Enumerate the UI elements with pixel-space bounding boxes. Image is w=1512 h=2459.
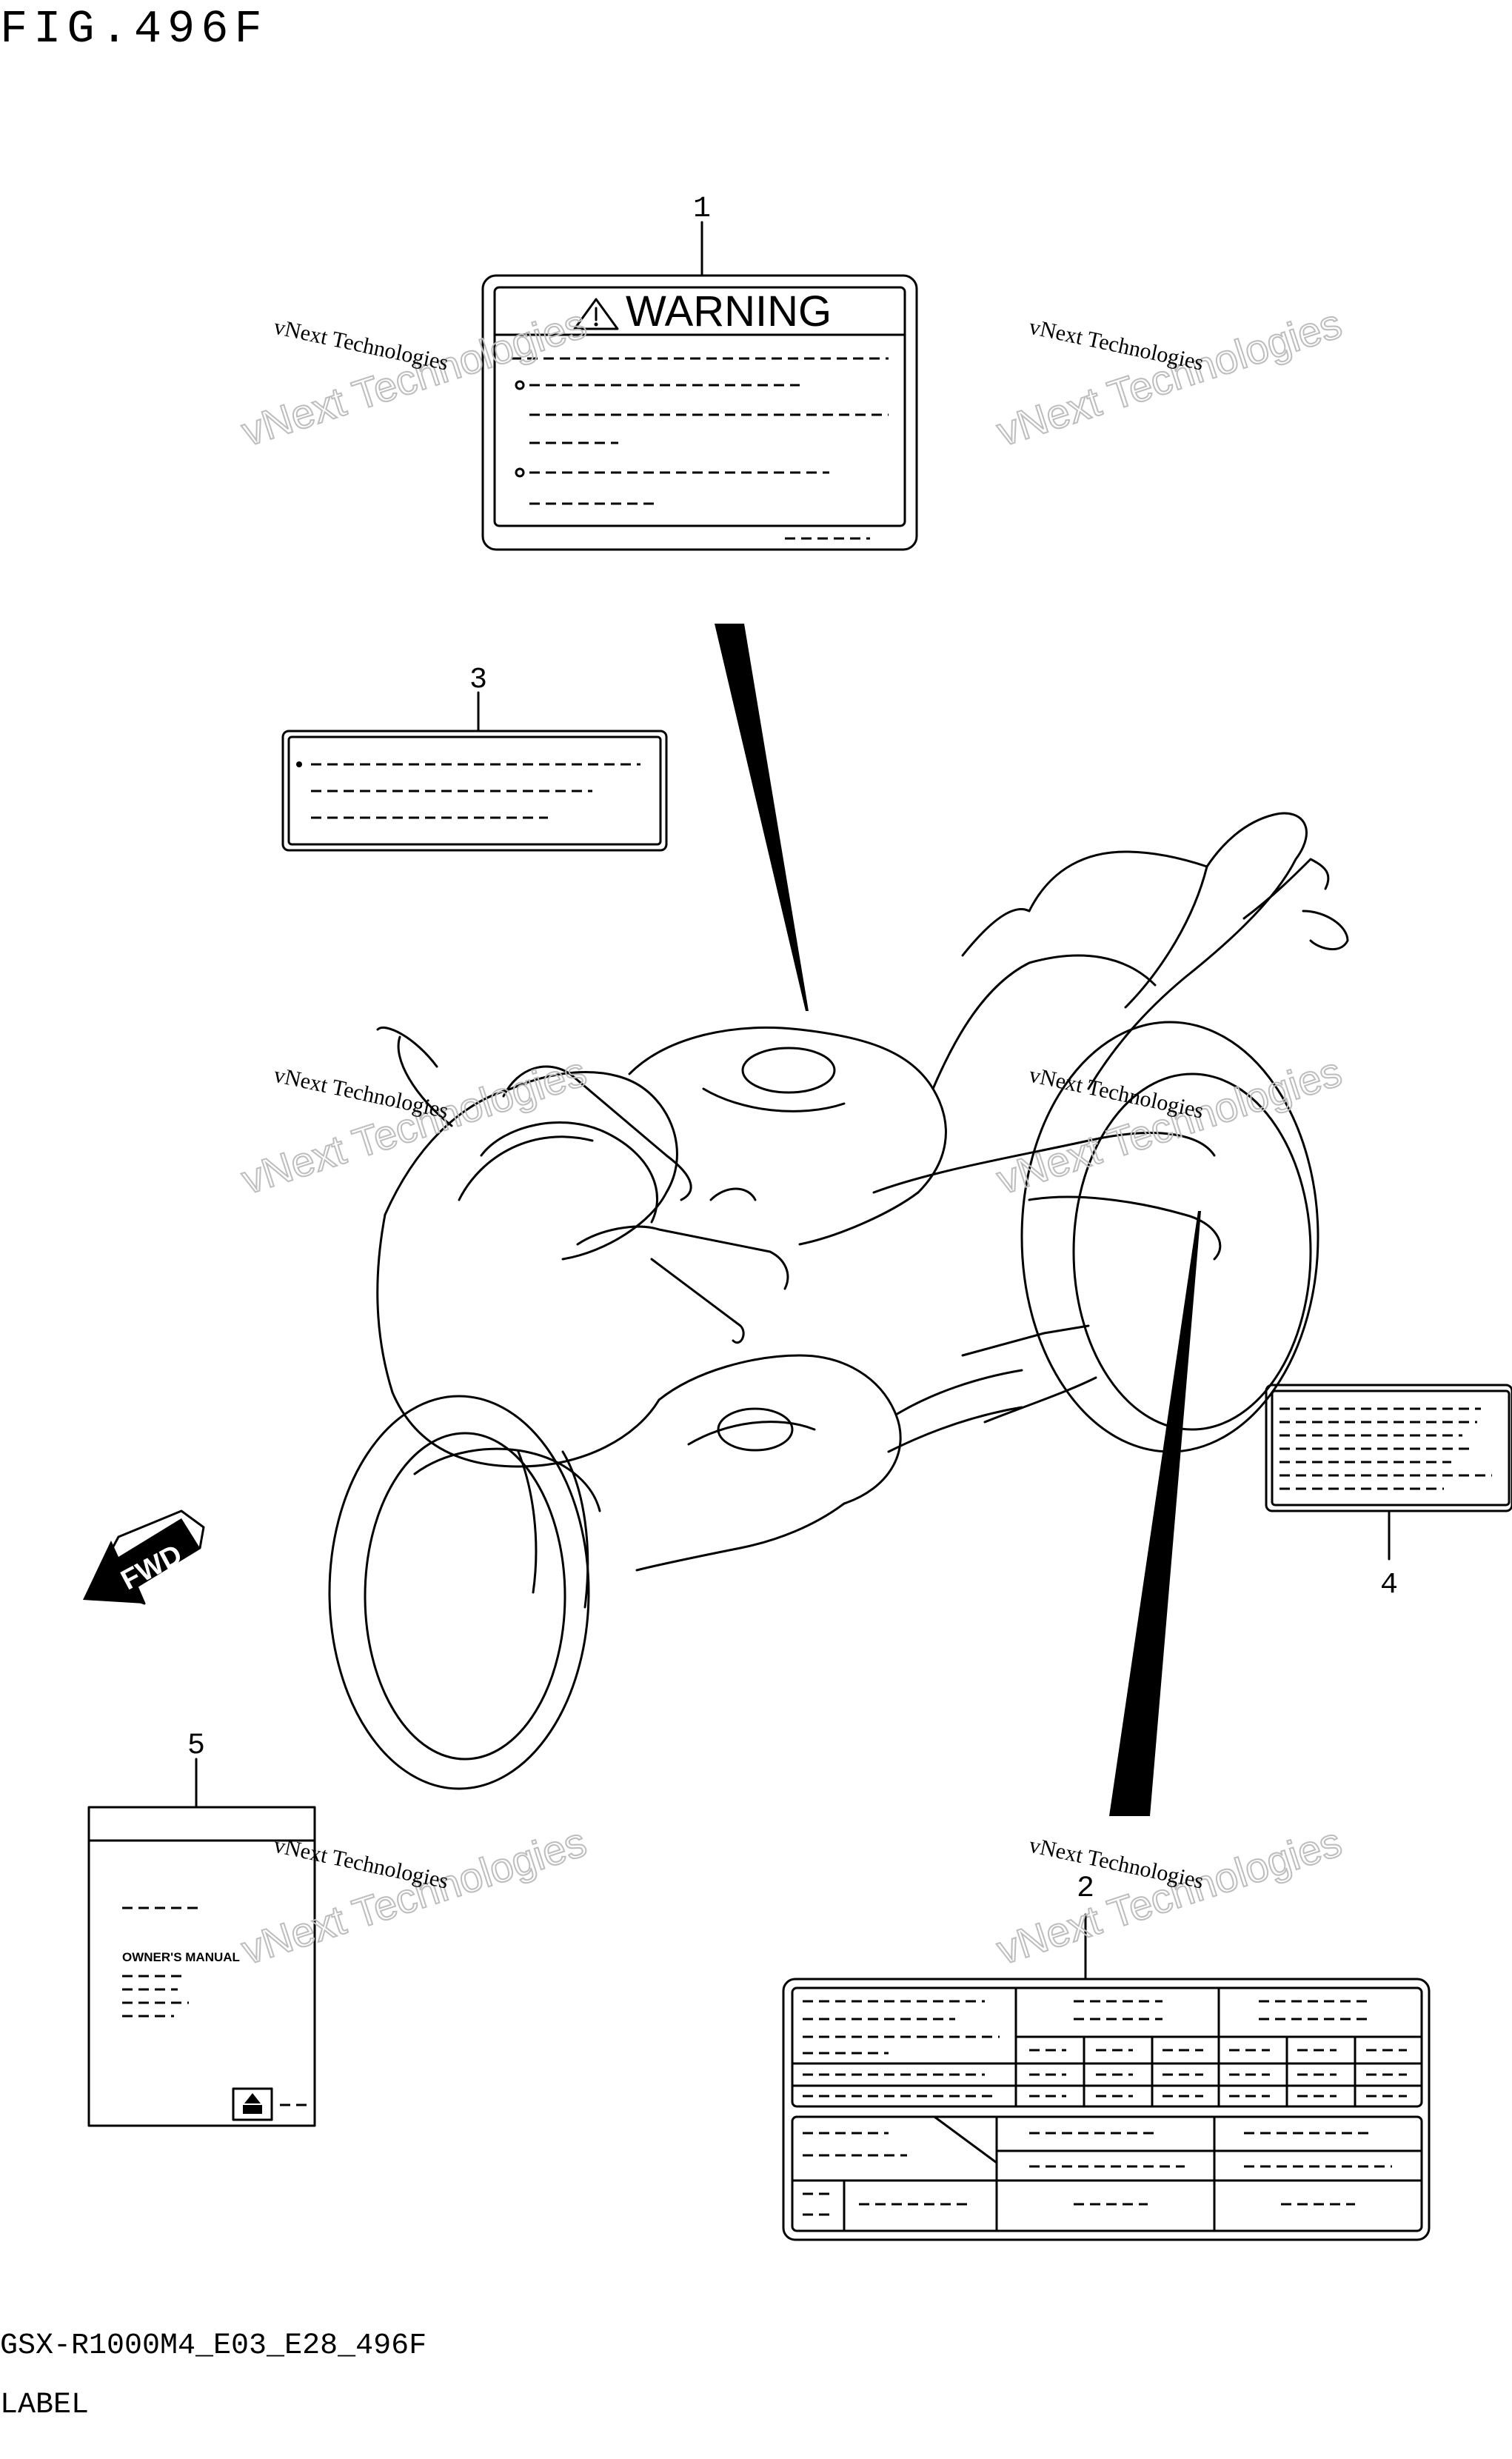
leader-wedge-part-2 (1109, 1211, 1201, 1816)
manual-title: OWNER'S MANUAL (122, 1950, 240, 1964)
part-3-label[interactable] (281, 730, 668, 852)
svg-text:vNext Technologies: vNext Technologies (272, 1833, 450, 1894)
callout-3: 3 (469, 664, 487, 697)
svg-text:vNext Technologies: vNext Technologies (1027, 315, 1205, 376)
forward-direction-arrow: FWD (83, 1509, 205, 1605)
callout-5: 5 (187, 1729, 205, 1763)
svg-text:vNext Technologies: vNext Technologies (1027, 1833, 1205, 1894)
watermark-top-right: vNext Technologies vNext Technologies (991, 299, 1348, 456)
callout-1: 1 (693, 193, 711, 226)
figure-code: GSX-R1000M4_E03_E28_496F (0, 2329, 427, 2363)
part-4-label[interactable] (1265, 1384, 1512, 1512)
part-5-owners-manual[interactable]: OWNER'S MANUAL (87, 1806, 316, 2127)
warning-heading: WARNING (626, 287, 832, 336)
watermark-mid-right: vNext Technologies vNext Technologies (991, 1047, 1348, 1204)
warning-triangle-icon (573, 298, 619, 330)
motorcycle-outline (328, 812, 1349, 1790)
callout-4: 4 (1380, 1569, 1398, 1602)
svg-text:vNext Technologies: vNext Technologies (272, 315, 450, 376)
callout-2: 2 (1077, 1872, 1094, 1906)
section-label: LABEL (0, 2389, 90, 2422)
figure-title: FIG.496F (0, 3, 268, 56)
watermark-bottom-left: vNext Technologies vNext Technologies (235, 1818, 592, 1975)
svg-text:vNext Technologies: vNext Technologies (272, 1063, 450, 1124)
watermark-top-left: vNext Technologies vNext Technologies (235, 299, 592, 456)
part-2-spec-label[interactable] (782, 1978, 1431, 2241)
leader-wedge-part-1 (715, 624, 809, 1011)
part-1-warning-label[interactable]: WARNING (481, 274, 918, 551)
watermark-bottom-right: vNext Technologies vNext Technologies (991, 1818, 1348, 1975)
manual-book-icon (244, 2093, 261, 2103)
